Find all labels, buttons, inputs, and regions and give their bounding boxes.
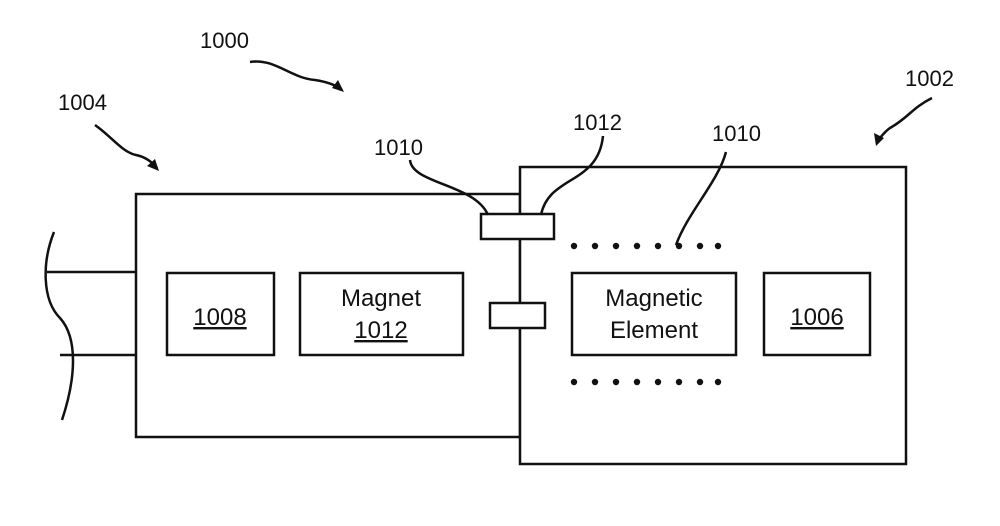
leader-line-1012-top: [539, 135, 605, 216]
component-label-1008: 1008: [193, 304, 246, 331]
magnet-ref: 1012: [354, 317, 407, 344]
ref-label-1002: 1002: [905, 66, 954, 91]
ref-label-1012-top: 1012: [573, 110, 622, 135]
magnet-box: [298, 271, 465, 357]
leader-line-1010-left: [408, 159, 490, 216]
ref-label-1000: 1000: [200, 28, 249, 53]
cable: [44, 231, 136, 421]
ref-label-1010-left: 1010: [374, 135, 423, 160]
component-label-1006: 1006: [790, 304, 843, 331]
magnet-title: Magnet: [341, 285, 421, 312]
magnetic-element-line1: Magnetic: [605, 285, 702, 312]
ref-label-1010-right: 1010: [712, 121, 761, 146]
magnetic-element-box: [570, 271, 738, 357]
leader-arrow-1004: [94, 123, 159, 171]
dotted-row-bottom: [570, 378, 722, 386]
component-box-1008: [165, 271, 276, 357]
connector-block-top: [479, 212, 556, 241]
leader-arrow-1000: [249, 60, 344, 92]
component-box-1006: [762, 271, 872, 357]
leader-line-1010-right: [674, 151, 728, 246]
ref-label-1004: 1004: [58, 90, 107, 115]
magnetic-element-line2: Element: [610, 317, 698, 344]
dotted-row-top: [570, 242, 722, 250]
connector-block-middle: [488, 301, 547, 330]
leader-arrow-1002: [874, 96, 933, 146]
